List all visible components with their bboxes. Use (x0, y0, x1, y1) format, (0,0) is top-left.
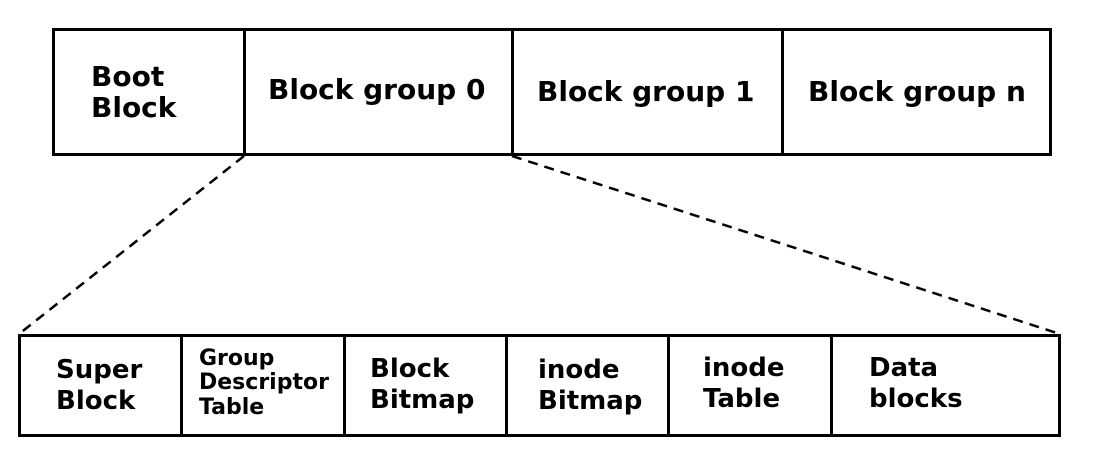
block-group-0-label: Block group 0 (268, 73, 486, 107)
block-group-n-cell: Block group n (784, 31, 1049, 153)
right-expansion-dashed-line (511, 154, 1061, 336)
inode-table-label: inode Table (703, 352, 785, 414)
inode-table-cell: inode Table (670, 337, 833, 434)
block-group-0-cell: Block group 0 (246, 31, 514, 153)
block-group-n-label: Block group n (808, 75, 1026, 109)
boot-block-label: Boot Block (91, 59, 177, 124)
disk-partition-row: Boot Block Block group 0 Block group 1 B… (52, 28, 1052, 156)
inode-bitmap-cell: inode Bitmap (508, 337, 670, 434)
super-block-label: Super Block (56, 354, 143, 416)
data-blocks-cell: Data blocks (833, 337, 1058, 434)
group-descriptor-table-label: Group Descriptor Table (199, 345, 329, 420)
left-expansion-dashed-line (18, 155, 245, 335)
block-bitmap-cell: Block Bitmap (346, 337, 508, 434)
super-block-cell: Super Block (21, 337, 183, 434)
data-blocks-label: Data blocks (869, 352, 963, 414)
boot-block-cell: Boot Block (55, 31, 246, 153)
inode-bitmap-label: inode Bitmap (538, 354, 643, 416)
block-group-1-label: Block group 1 (537, 75, 755, 109)
block-bitmap-label: Block Bitmap (370, 353, 475, 415)
group-descriptor-table-cell: Group Descriptor Table (183, 337, 346, 434)
block-group-1-cell: Block group 1 (514, 31, 784, 153)
block-group-detail-row: Super Block Group Descriptor Table Block… (18, 334, 1061, 437)
